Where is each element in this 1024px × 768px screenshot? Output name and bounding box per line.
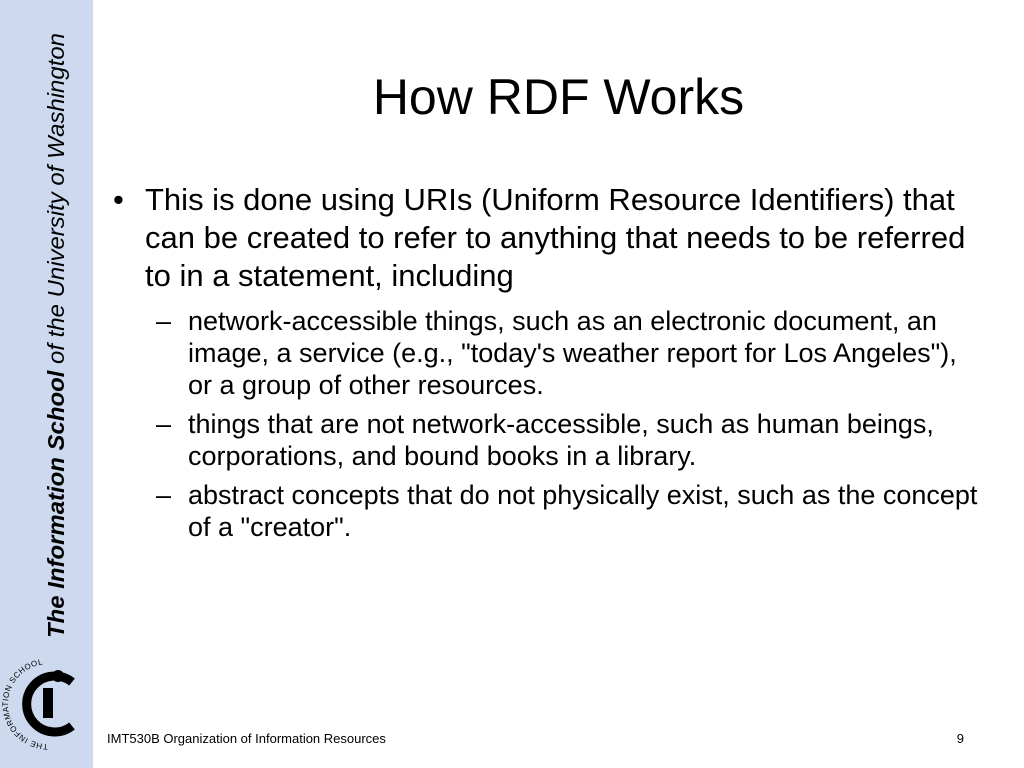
footer-page-number: 9 [956, 731, 964, 746]
school-vertical-title: The Information School of the University… [43, 33, 69, 638]
slide-content: • This is done using URIs (Uniform Resou… [113, 181, 983, 550]
sub-item-text: abstract concepts that do not physically… [188, 480, 978, 542]
bullet-text: This is done using URIs (Uniform Resourc… [145, 182, 966, 293]
slide-title: How RDF Works [372, 69, 745, 125]
sidebar: The Information School of the University… [0, 0, 93, 768]
sub-item-text: network-accessible things, such as an el… [188, 306, 957, 400]
sub-bullet-marker: – [156, 306, 172, 336]
school-name-bold: The Information School [43, 370, 69, 638]
bullet-marker: • [113, 182, 124, 217]
bullet-item: • This is done using URIs (Uniform Resou… [113, 181, 983, 295]
sub-item-text: things that are not network-accessible, … [188, 409, 934, 471]
footer-course: IMT530B Organization of Information Reso… [107, 731, 386, 746]
sub-bullet-marker: – [156, 409, 172, 439]
svg-text:The Information School of the: The Information School of the University… [43, 33, 69, 638]
sub-item-not-network-accessible: – things that are not network-accessible… [113, 408, 983, 472]
sub-item-network-accessible: – network-accessible things, such as an … [113, 305, 983, 401]
school-name-rest: of the University of Washington [43, 33, 69, 371]
information-school-logo: THE INFORMATION SCHOOL [2, 658, 75, 751]
sub-bullet-marker: – [156, 480, 172, 510]
sub-item-abstract-concepts: – abstract concepts that do not physical… [113, 479, 983, 543]
